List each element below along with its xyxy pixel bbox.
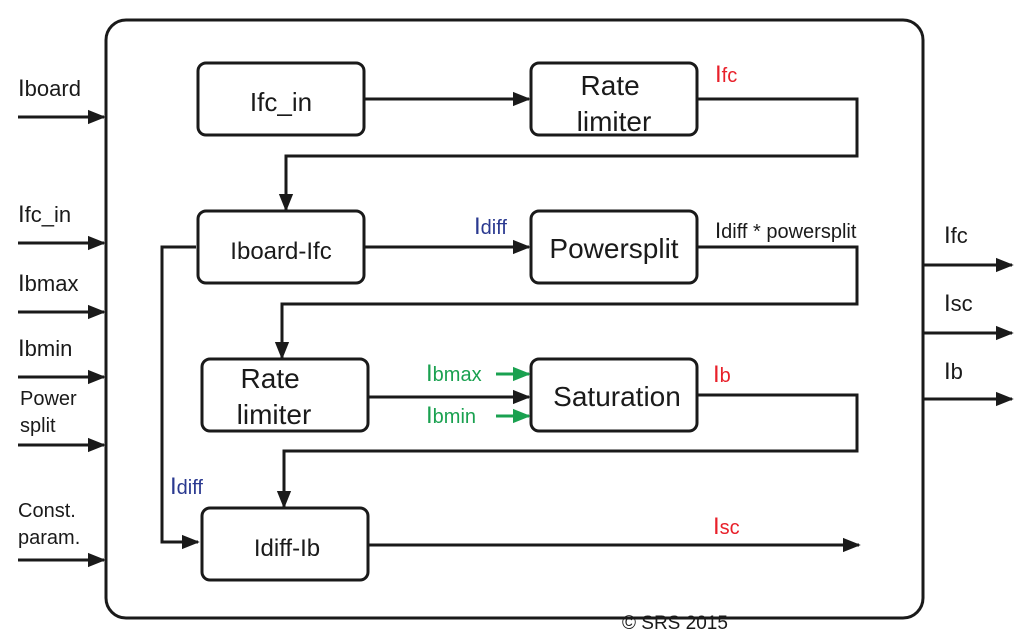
block-idiff-ib-label: Idiff-Ib xyxy=(254,535,320,562)
output-label-isc: Isc xyxy=(944,290,973,317)
block-powersplit xyxy=(529,209,699,285)
signal-label-idiff-left: Idiff xyxy=(170,473,203,500)
controller-outer-frame xyxy=(104,18,925,620)
copyright-notice: © SRS 2015 xyxy=(622,613,728,634)
input-label-ifc-in: Ifc_in xyxy=(18,201,71,228)
signal-label-idiff-powersplit: Idiff * powersplit xyxy=(715,218,857,243)
input-label-iboard: Iboard xyxy=(18,75,81,102)
input-label-const-param: Const. param. xyxy=(18,500,81,549)
signal-label-ifc: Ifc xyxy=(715,61,737,88)
signal-label-idiff-top: Idiff xyxy=(474,213,507,240)
block-ifc-in-label: Ifc_in xyxy=(250,87,312,117)
signal-label-isc: Isc xyxy=(713,513,740,540)
block-idiff-ib xyxy=(200,506,370,582)
input-label-ibmax: Ibmax xyxy=(18,270,78,297)
signal-label-ibmin: Ibmin xyxy=(426,402,476,429)
signal-label-ib: Ib xyxy=(713,361,731,388)
block-ifc-in xyxy=(196,61,366,137)
block-iboard-ifc-label: Iboard-Ifc xyxy=(230,238,331,265)
output-label-ib: Ib xyxy=(944,358,963,385)
wire-powersplit-to-ratelimiter xyxy=(274,245,859,360)
input-label-power-split: Power split xyxy=(20,388,82,437)
wire-ifc-feedback xyxy=(278,97,859,212)
block-rate-limiter-1 xyxy=(529,61,699,137)
output-label-ifc: Ifc xyxy=(944,222,968,249)
block-powersplit-label: Powersplit xyxy=(549,233,678,264)
block-rate-limiter-1-label: Rate limiter xyxy=(577,70,652,137)
input-label-ibmin: Ibmin xyxy=(18,335,72,362)
wire-idiff-bypass xyxy=(160,245,200,550)
signal-label-ibmax: Ibmax xyxy=(426,360,482,387)
block-saturation xyxy=(529,357,699,433)
block-rate-limiter-2 xyxy=(200,357,370,433)
block-iboard-ifc xyxy=(196,209,366,285)
block-rate-limiter-2-label: Rate limiter xyxy=(237,363,312,430)
wire-ib-to-idiffib xyxy=(276,393,859,509)
block-saturation-label: Saturation xyxy=(553,381,681,412)
